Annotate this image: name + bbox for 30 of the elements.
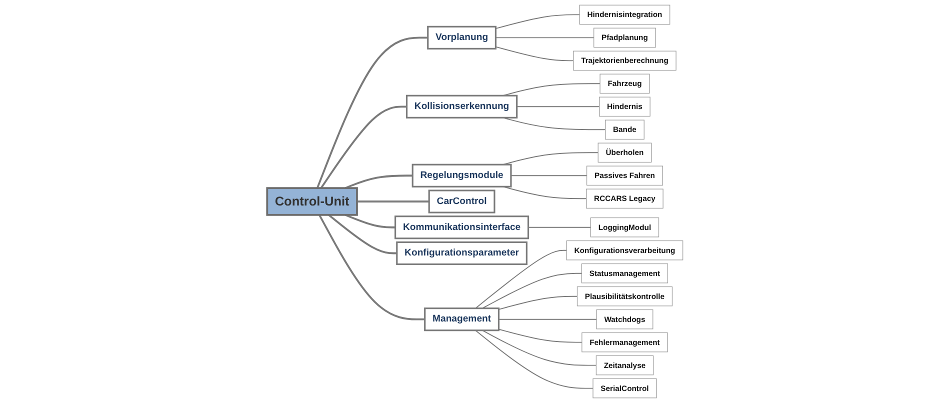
node-box: Kommunikationsinterface bbox=[394, 216, 530, 240]
node-box: CarControl bbox=[428, 190, 496, 214]
node-box: Vorplanung bbox=[427, 26, 496, 50]
connector bbox=[495, 14, 580, 30]
connector bbox=[495, 46, 574, 62]
node-box: Konfigurationsparameter bbox=[396, 241, 528, 266]
connector bbox=[498, 296, 578, 310]
node-box: Management bbox=[424, 308, 500, 332]
connector bbox=[475, 250, 568, 309]
connector bbox=[320, 106, 407, 189]
node-box: Kollisionserkennung bbox=[406, 94, 518, 118]
connector bbox=[344, 174, 413, 189]
connector bbox=[498, 318, 598, 320]
connector bbox=[502, 83, 600, 96]
connector bbox=[528, 226, 592, 228]
connector bbox=[475, 330, 594, 389]
connector bbox=[510, 175, 588, 176]
connector bbox=[482, 272, 582, 309]
connector bbox=[495, 37, 594, 38]
connector bbox=[316, 36, 428, 188]
node-box: Control-Unit bbox=[266, 187, 358, 216]
connector bbox=[356, 200, 430, 202]
connector bbox=[498, 328, 582, 343]
connector bbox=[344, 214, 396, 228]
connector bbox=[482, 330, 597, 366]
connector bbox=[318, 214, 425, 320]
connector bbox=[516, 106, 600, 108]
connector bbox=[328, 214, 397, 254]
connector bbox=[502, 152, 599, 166]
node-box: Regelungsmodule bbox=[412, 164, 512, 188]
